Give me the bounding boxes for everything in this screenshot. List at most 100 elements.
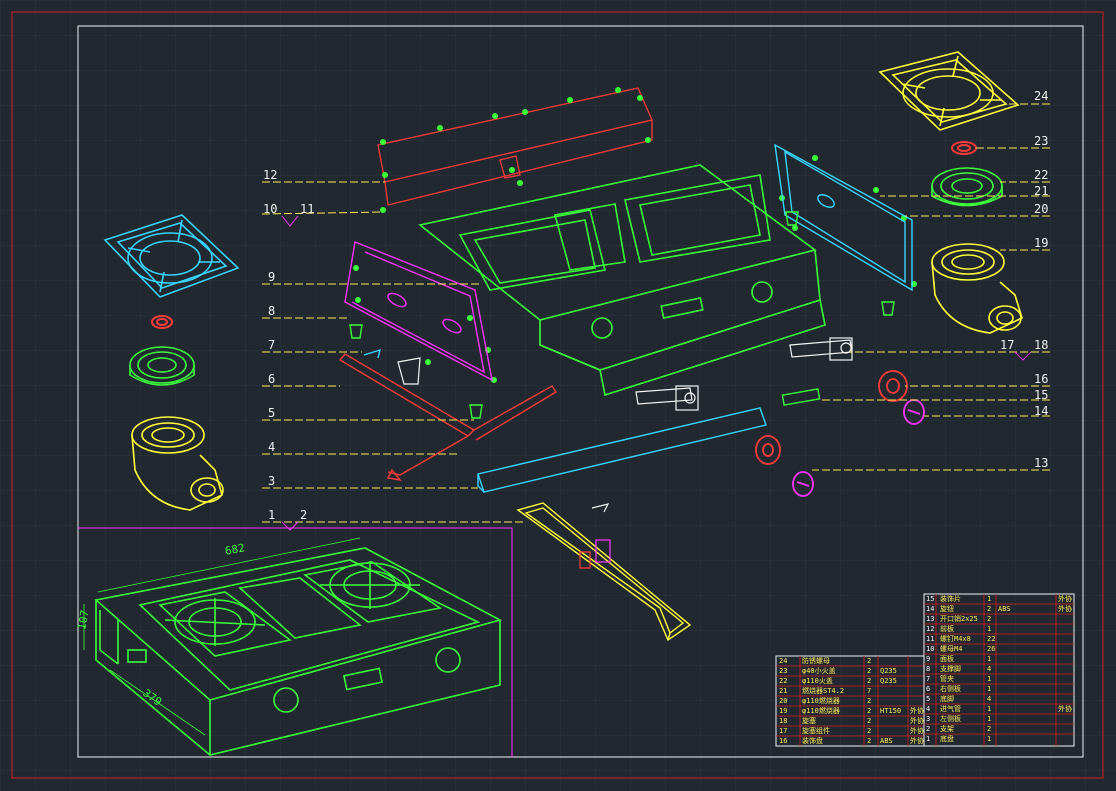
bom-row: 装饰盘: [802, 737, 823, 745]
front-rail: [377, 87, 653, 206]
callout-10: 10: [263, 202, 278, 216]
bom-row: 前板: [940, 625, 954, 633]
bom-row: 19: [779, 707, 788, 715]
bom-row: 20: [779, 697, 788, 705]
bom-row: 底盘: [940, 735, 954, 743]
bom-row: 左侧板: [940, 715, 961, 723]
callout-14: 14: [1034, 404, 1049, 418]
right-side-panel: [774, 143, 913, 292]
callout-3: 3: [268, 474, 276, 488]
bom-row: 开口销2x25: [940, 615, 978, 623]
bom-row: 2: [867, 727, 872, 735]
callout-17: 17: [1000, 338, 1015, 352]
bom-row: 13: [926, 615, 935, 623]
bom-row: Q235: [880, 677, 897, 685]
bom-row: 外协: [910, 737, 924, 745]
bom-row: 外协: [1058, 595, 1072, 603]
right-burner-cap: [931, 167, 1003, 207]
bom-row: 18: [779, 717, 788, 725]
callout-18: 18: [1034, 338, 1049, 352]
callout-2: 2: [300, 508, 308, 522]
bom-row: 22: [779, 677, 788, 685]
callout-16: 16: [1034, 372, 1049, 386]
bom-row: HT150: [880, 707, 902, 715]
bom-row: 外协: [910, 707, 924, 715]
bom-row: 26: [987, 645, 996, 653]
callout-1: 1: [268, 508, 276, 522]
bom-row: 16: [779, 737, 788, 745]
bom-row: 管夹: [940, 675, 954, 683]
bom-row: 2: [867, 657, 872, 665]
bom-row: 进气管: [940, 705, 961, 713]
leader-ticks: [281, 215, 1032, 531]
callout-24: 24: [1034, 89, 1049, 103]
bom-row: 5: [926, 695, 931, 703]
callout-15: 15: [1034, 388, 1049, 402]
bom-row: ABS: [998, 605, 1011, 613]
bom-row: 外协: [1058, 605, 1072, 613]
callout-21: 21: [1034, 184, 1049, 198]
assembled-stove: [94, 547, 503, 756]
bom-row: 防锈螺母: [802, 657, 830, 665]
bom-row: 8: [926, 665, 931, 673]
bom-row: 2: [987, 605, 992, 613]
bom-table-right-lines: [924, 594, 1074, 746]
bom-row: 23: [779, 667, 788, 675]
bom-row: φ40小火盖: [802, 667, 836, 675]
bom-row: 螺母M4: [940, 645, 963, 653]
callout-11: 11: [300, 202, 315, 216]
bom-row: 右侧板: [940, 685, 961, 693]
callout-8: 8: [268, 304, 276, 318]
bom-row: φ110燃烧器: [802, 697, 840, 705]
knob-lower: [792, 471, 814, 497]
bom-row: 2: [867, 737, 872, 745]
bom-row: 支架: [940, 725, 954, 733]
bom-row: 6: [926, 685, 931, 693]
callout-6: 6: [268, 372, 276, 386]
bom-row: 燃烧器ST4.2: [802, 687, 845, 695]
leader-lines: [261, 103, 1050, 523]
left-pan-support: [103, 214, 240, 298]
callout-7: 7: [268, 338, 276, 352]
bom-row: 7: [926, 675, 931, 683]
bom-row: 外协: [910, 717, 924, 725]
bom-row: 7: [867, 687, 872, 695]
left-burner-cap: [129, 346, 195, 386]
callout-13: 13: [1034, 456, 1049, 470]
bom-row: 2: [867, 677, 872, 685]
bom-row: 1: [987, 655, 992, 663]
cotter-pin: [591, 503, 610, 513]
bom-row: 1: [987, 675, 992, 683]
dimension-lines: [83, 537, 361, 736]
screw-clip: [363, 348, 381, 359]
bom-row: 12: [926, 625, 935, 633]
left-burner-base: [131, 416, 224, 511]
assembly-view-border: [78, 527, 513, 757]
bom-row: 螺钉M4x8: [940, 635, 971, 643]
callout-20: 20: [1034, 202, 1049, 216]
bom-row: 2: [867, 717, 872, 725]
bom-row: φ110火盖: [802, 677, 833, 685]
bom-row: 4: [987, 695, 992, 703]
left-small-cap: [151, 315, 173, 329]
bom-row: 旋钮: [940, 605, 954, 613]
bom-row: 旋塞: [802, 717, 816, 725]
bom-row: 21: [779, 687, 788, 695]
bom-row: 外协: [1058, 705, 1072, 713]
gas-pipe: [338, 353, 557, 481]
bom-row: 2: [926, 725, 931, 733]
bom-table-left-lines: [776, 656, 924, 746]
bom-row: 1: [987, 685, 992, 693]
bom-row: 2: [867, 667, 872, 675]
screws-front: [353, 87, 917, 383]
bom-row: 1: [926, 735, 931, 743]
inner-frame: [77, 25, 1084, 758]
left-side-panel: [344, 241, 493, 382]
callout-22: 22: [1034, 168, 1049, 182]
callout-9: 9: [268, 270, 276, 284]
right-burner-base: [931, 243, 1023, 334]
bom-row: φ110燃烧器: [802, 707, 840, 715]
decor-strip: [781, 388, 821, 406]
